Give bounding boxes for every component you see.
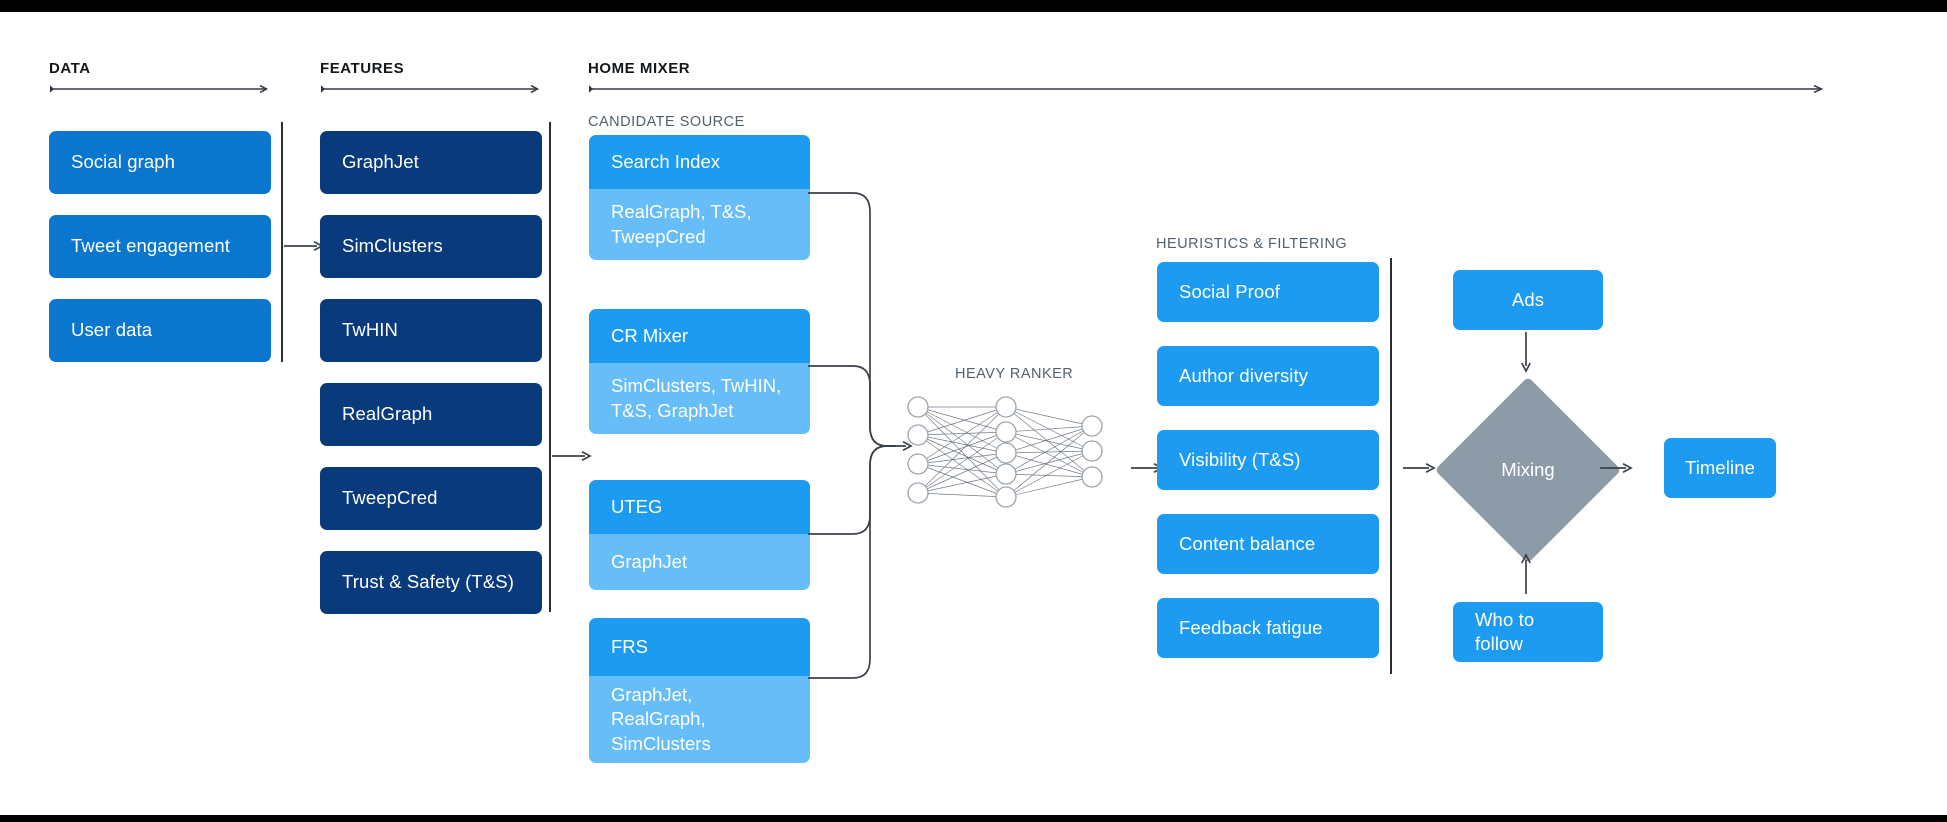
- candidate-source-features: GraphJet: [589, 534, 810, 590]
- candidate-source-card-cr-mixer[interactable]: CR Mixer SimClusters, TwHIN, T&S, GraphJ…: [589, 309, 810, 434]
- data-card-user-data[interactable]: User data: [49, 299, 271, 362]
- data-card-label: User data: [71, 319, 153, 341]
- data-card-label: Social graph: [71, 151, 176, 173]
- sublabel-candidate-source: CANDIDATE SOURCE: [588, 114, 745, 130]
- data-card-label: Tweet engagement: [71, 235, 230, 257]
- candidate-source-title: CR Mixer: [589, 309, 810, 363]
- feature-card-trust-safety[interactable]: Trust & Safety (T&S): [320, 551, 542, 614]
- feature-card-label: TweepCred: [342, 487, 438, 509]
- heuristic-card-visibility[interactable]: Visibility (T&S): [1157, 430, 1379, 490]
- heuristic-card-label: Social Proof: [1179, 280, 1280, 302]
- arrow-heuristics-to-mixing: [1403, 460, 1445, 481]
- feature-card-label: TwHIN: [342, 319, 398, 341]
- feature-card-graphjet[interactable]: GraphJet: [320, 131, 542, 194]
- sublabel-heuristics: HEURISTICS & FILTERING: [1156, 236, 1348, 252]
- candidate-source-title: FRS: [589, 618, 810, 676]
- candidate-source-card-search-index[interactable]: Search Index RealGraph, T&S, TweepCred: [589, 135, 810, 260]
- section-label-data: DATA: [49, 60, 91, 77]
- candidate-source-features: SimClusters, TwHIN, T&S, GraphJet: [589, 363, 810, 434]
- divider-heuristics-output: [1390, 258, 1392, 674]
- candidate-source-features: RealGraph, T&S, TweepCred: [589, 189, 810, 260]
- candidate-source-title: UTEG: [589, 480, 810, 534]
- arrow-who-to-follow-to-mixing: [1518, 550, 1534, 599]
- feature-card-tweepcred[interactable]: TweepCred: [320, 467, 542, 530]
- output-card-label: Ads: [1511, 288, 1545, 310]
- output-card-who-to-follow[interactable]: Who to follow: [1453, 602, 1603, 662]
- divider-data-features: [281, 122, 283, 362]
- heuristic-card-social-proof[interactable]: Social Proof: [1157, 262, 1379, 322]
- axis-arrow-data: [49, 84, 273, 94]
- heuristic-card-content-balance[interactable]: Content balance: [1157, 514, 1379, 574]
- candidate-source-features: GraphJet, RealGraph, SimClusters: [589, 676, 810, 763]
- arrow-into-heavy-ranker: [880, 438, 922, 459]
- candidate-source-card-uteg[interactable]: UTEG GraphJet: [589, 480, 810, 590]
- heuristic-card-label: Feedback fatigue: [1179, 616, 1323, 638]
- candidate-source-card-frs[interactable]: FRS GraphJet, RealGraph, SimClusters: [589, 618, 810, 763]
- output-card-timeline[interactable]: Timeline: [1664, 438, 1776, 498]
- connector-candidate-sources-to-ranker: [808, 192, 908, 697]
- sublabel-heavy-ranker: HEAVY RANKER: [955, 366, 1074, 382]
- mixing-diamond[interactable]: [1434, 376, 1622, 564]
- candidate-source-title: Search Index: [589, 135, 810, 189]
- output-card-label: Who to follow: [1475, 608, 1535, 654]
- feature-card-simclusters[interactable]: SimClusters: [320, 215, 542, 278]
- feature-card-label: RealGraph: [342, 403, 433, 425]
- feature-card-realgraph[interactable]: RealGraph: [320, 383, 542, 446]
- heuristic-card-feedback-fatigue[interactable]: Feedback fatigue: [1157, 598, 1379, 658]
- axis-arrow-home-mixer: [588, 84, 1828, 94]
- feature-card-label: SimClusters: [342, 235, 443, 257]
- feature-card-label: GraphJet: [342, 151, 419, 173]
- heavy-ranker-neural-network: [896, 394, 1116, 514]
- arrow-ads-to-mixing: [1518, 332, 1534, 381]
- data-card-social-graph[interactable]: Social graph: [49, 131, 271, 194]
- output-card-label: Timeline: [1684, 456, 1756, 478]
- feature-card-label: Trust & Safety (T&S): [342, 571, 514, 593]
- section-label-home-mixer: HOME MIXER: [588, 60, 691, 77]
- diagram-surface: DATA FEATURES HOME MIXER CANDIDA: [0, 12, 1947, 815]
- feature-card-twhin[interactable]: TwHIN: [320, 299, 542, 362]
- section-label-features: FEATURES: [320, 60, 405, 77]
- heuristic-card-author-diversity[interactable]: Author diversity: [1157, 346, 1379, 406]
- heuristic-card-label: Visibility (T&S): [1179, 448, 1301, 470]
- arrow-features-to-candidate-source: [552, 448, 594, 469]
- divider-features-mixer: [549, 122, 551, 612]
- heuristic-card-label: Author diversity: [1179, 364, 1309, 386]
- data-card-tweet-engagement[interactable]: Tweet engagement: [49, 215, 271, 278]
- heuristic-card-label: Content balance: [1179, 532, 1316, 554]
- axis-arrow-features: [320, 84, 544, 94]
- output-card-ads[interactable]: Ads: [1453, 270, 1603, 330]
- arrow-mixing-to-timeline: [1600, 460, 1642, 481]
